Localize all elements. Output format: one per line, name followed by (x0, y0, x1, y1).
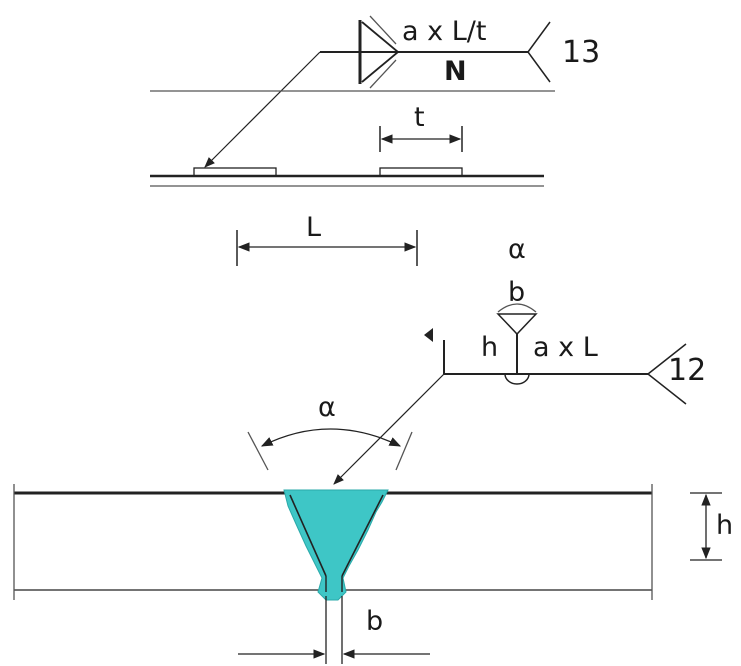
bottom-weld-symbol: α b h a x L 12 (333, 234, 706, 485)
top-tail-icon (527, 21, 551, 83)
weld-segment-1 (193, 167, 277, 177)
bottom-reference-number: 12 (668, 353, 706, 388)
top-text-below: N (444, 56, 467, 87)
symbol-text-above: a x L (533, 332, 598, 363)
bottom-tail-icon (647, 343, 687, 405)
pitch-label: t (414, 102, 425, 133)
backing-run-symbol-icon (504, 373, 530, 385)
top-plates (150, 90, 555, 187)
gap-label: b (366, 606, 383, 637)
v-groove-symbol-icon (496, 313, 538, 336)
length-dimension: L (236, 212, 418, 266)
height-label: h (716, 510, 733, 541)
top-leader-arrow (204, 51, 321, 168)
symbol-height-label: h (481, 332, 498, 363)
angle-arc (260, 428, 402, 447)
angle-label: α (318, 392, 336, 423)
fillet-symbol-icon (361, 21, 400, 83)
field-flag-icon (424, 328, 433, 342)
length-label: L (306, 212, 321, 243)
symbol-angle-label: α (508, 234, 526, 265)
bottom-leader-arrow (333, 373, 445, 485)
angle-ext-left (247, 431, 269, 471)
pitch-dimension: t (379, 102, 463, 152)
top-reference-number: 13 (562, 35, 600, 70)
symbol-angle-arc (497, 303, 537, 313)
angle-ext-right (395, 431, 413, 471)
symbol-gap-label: b (508, 277, 525, 308)
fillet-symbol-shading (369, 15, 397, 89)
weld-segment-2 (379, 167, 463, 177)
weld-bead (283, 489, 389, 601)
top-weld-symbol: a x L/t N 13 (204, 15, 600, 168)
groove-face-right (341, 494, 384, 577)
groove-face-left (289, 494, 327, 577)
weld-section: α h b (13, 392, 733, 664)
top-text-above: a x L/t (402, 16, 486, 47)
